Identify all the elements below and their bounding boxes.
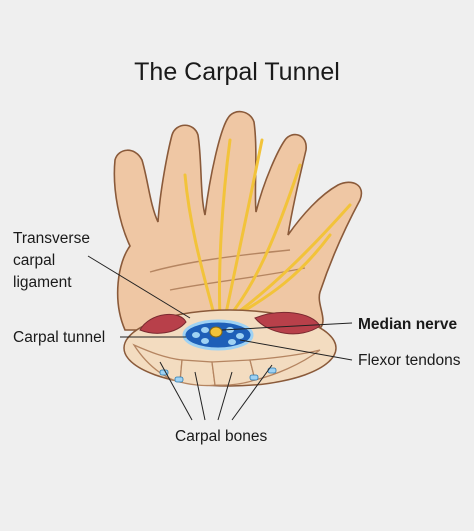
hypothenar-muscle [254, 312, 321, 335]
label-line: carpal [13, 252, 56, 269]
label-flexor-tendons: Flexor tendons [358, 352, 461, 369]
leader-line-median [221, 322, 353, 331]
label-carpal-bones: Carpal bones [175, 428, 268, 445]
label-line: ligament [13, 274, 72, 291]
carpal-bone [249, 349, 321, 381]
median-nerve-core [209, 326, 223, 338]
leader-line-bone-2 [194, 371, 206, 421]
label-transverse-carpal-ligament: Transverse carpal ligament [13, 228, 90, 294]
label-carpal-tunnel: Carpal tunnel [13, 329, 106, 346]
leader-line-bone-1 [159, 361, 193, 421]
carpal-bone [211, 359, 256, 386]
hand-palm-shape [113, 110, 363, 331]
leader-line-bone-4 [231, 364, 273, 421]
thenar-muscle [139, 313, 187, 334]
label-line: Transverse [13, 230, 90, 247]
label-median-nerve: Median nerve [358, 316, 458, 333]
page-title: The Carpal Tunnel [134, 58, 340, 86]
leader-line-ligament [87, 255, 191, 319]
leader-lines [87, 255, 353, 421]
flexor-tendons-group [192, 327, 244, 345]
palm-crease [149, 249, 291, 273]
leader-line-flexor [239, 339, 353, 361]
hand-illustration [113, 110, 363, 387]
leader-line-bone-3 [217, 371, 233, 421]
